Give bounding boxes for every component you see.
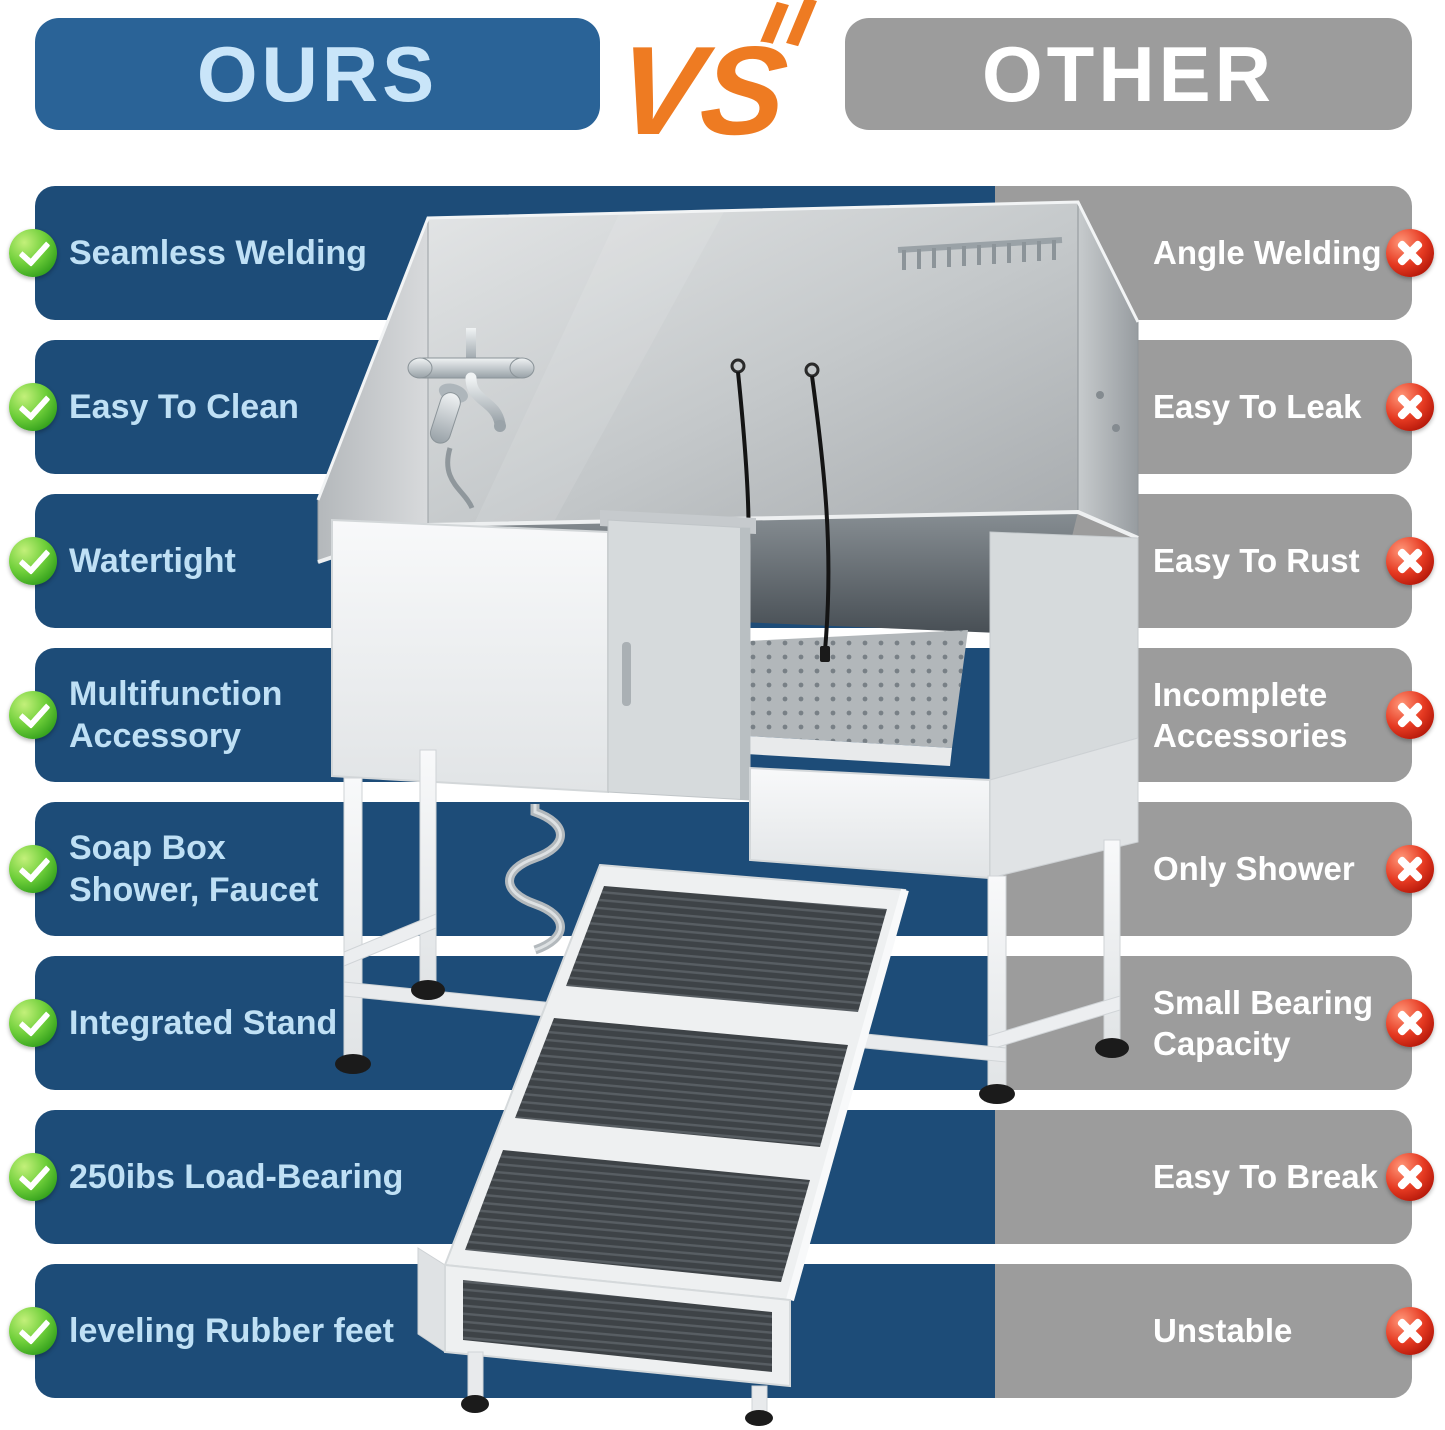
other-feature-label: Only Shower <box>1153 850 1355 888</box>
cross-icon <box>1386 1307 1434 1355</box>
cross-icon <box>1386 537 1434 585</box>
comparison-row: leveling Rubber feet Unstable <box>0 1264 1445 1398</box>
rubber-foot <box>745 1410 773 1426</box>
other-feature-label: Easy To Rust <box>1153 542 1360 580</box>
vs-slash-marks <box>753 0 821 54</box>
comparison-row: Soap Box Shower, Faucet Only Shower <box>0 802 1445 936</box>
comparison-row: Multifunction Accessory Incomplete Acces… <box>0 648 1445 782</box>
ours-feature-bar: 250ibs Load-Bearing <box>9 1110 995 1244</box>
check-icon <box>9 537 57 585</box>
other-feature-label: Angle Welding <box>1153 234 1382 272</box>
other-feature-bar: Easy To Rust <box>995 494 1434 628</box>
cross-icon <box>1386 383 1434 431</box>
ours-feature-bar: Soap Box Shower, Faucet <box>9 802 995 936</box>
ours-feature-bar: leveling Rubber feet <box>9 1264 995 1398</box>
other-feature-label: Unstable <box>1153 1312 1293 1350</box>
ours-feature-bar: Easy To Clean <box>9 340 995 474</box>
other-feature-bar: Easy To Break <box>995 1110 1434 1244</box>
ours-feature-label: Integrated Stand <box>69 1003 338 1042</box>
other-feature-bar: Small Bearing Capacity <box>995 956 1434 1090</box>
ours-feature-label: Seamless Welding <box>69 233 367 272</box>
ours-feature-label: Watertight <box>69 541 236 580</box>
ours-feature-label: leveling Rubber feet <box>69 1311 394 1350</box>
other-feature-label: Easy To Break <box>1153 1158 1379 1196</box>
vs-label: VS <box>611 20 794 161</box>
cross-icon <box>1386 691 1434 739</box>
check-icon <box>9 1307 57 1355</box>
other-feature-bar: Angle Welding <box>995 186 1434 320</box>
comparison-row: Watertight Easy To Rust <box>0 494 1445 628</box>
cross-icon <box>1386 999 1434 1047</box>
ours-feature-bar: Integrated Stand <box>9 956 995 1090</box>
other-feature-label: Incomplete Accessories <box>1153 675 1348 754</box>
other-feature-label: Easy To Leak <box>1153 388 1362 426</box>
check-icon <box>9 1153 57 1201</box>
ours-feature-label: Multifunction Accessory <box>69 674 283 756</box>
comparison-row: 250ibs Load-Bearing Easy To Break <box>0 1110 1445 1244</box>
check-icon <box>9 383 57 431</box>
vs-graphic: VS <box>606 0 821 165</box>
other-feature-bar: Incomplete Accessories <box>995 648 1434 782</box>
ours-header: OURS <box>35 18 600 130</box>
check-icon <box>9 229 57 277</box>
ours-feature-bar: Watertight <box>9 494 995 628</box>
check-icon <box>9 845 57 893</box>
comparison-rows: Seamless Welding Angle Welding Easy To C… <box>0 186 1445 1398</box>
ours-feature-label: Soap Box Shower, Faucet <box>69 828 319 910</box>
other-feature-bar: Easy To Leak <box>995 340 1434 474</box>
vs-badge: VS <box>598 0 853 176</box>
cross-icon <box>1386 229 1434 277</box>
ours-feature-label: Easy To Clean <box>69 387 299 426</box>
ours-header-label: OURS <box>196 29 439 118</box>
cross-icon <box>1386 1153 1434 1201</box>
other-feature-bar: Unstable <box>995 1264 1434 1398</box>
comparison-row: Seamless Welding Angle Welding <box>0 186 1445 320</box>
ours-feature-bar: Seamless Welding <box>9 186 995 320</box>
other-header: OTHER <box>845 18 1412 130</box>
comparison-row: Integrated Stand Small Bearing Capacity <box>0 956 1445 1090</box>
ours-feature-bar: Multifunction Accessory <box>9 648 995 782</box>
cross-icon <box>1386 845 1434 893</box>
check-icon <box>9 999 57 1047</box>
other-header-label: OTHER <box>982 29 1275 118</box>
other-feature-label: Small Bearing Capacity <box>1153 983 1374 1062</box>
ours-feature-label: 250ibs Load-Bearing <box>69 1157 404 1196</box>
comparison-row: Easy To Clean Easy To Leak <box>0 340 1445 474</box>
other-feature-bar: Only Shower <box>995 802 1434 936</box>
check-icon <box>9 691 57 739</box>
